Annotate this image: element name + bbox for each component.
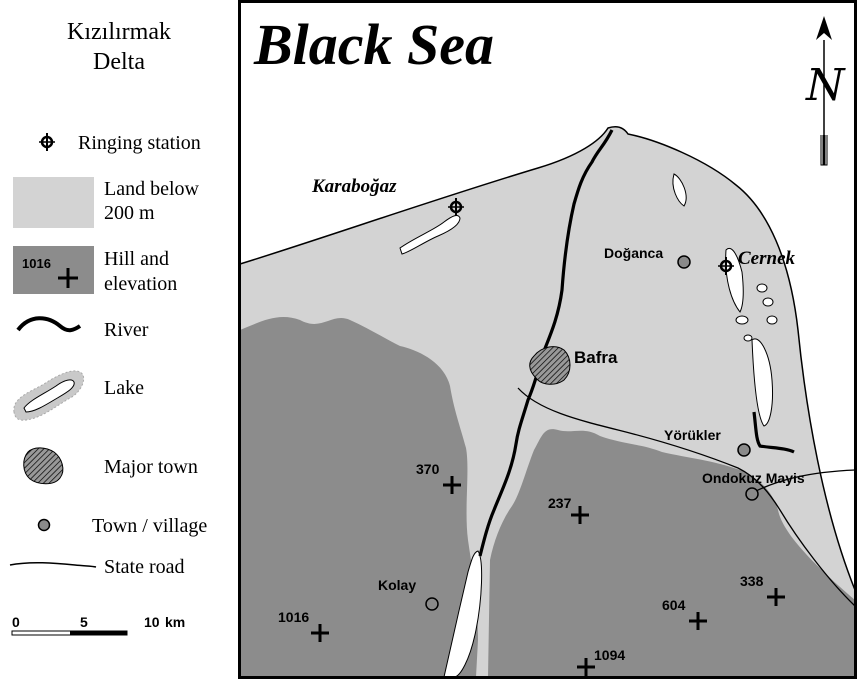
legend-ringing-station-label: Ringing station [78,132,201,154]
label-ondokuz-mayis: Ondokuz Mayis [702,470,805,486]
legend-land-label-2: 200 m [104,202,155,224]
bafra-town [529,346,571,385]
lake-small-3 [762,297,774,307]
hill-sample-value: 1016 [22,256,51,271]
village-yorukler [737,443,751,457]
legend-hill-label-2: elevation [104,273,178,295]
river-east-mouth [752,411,795,454]
land-swatch-icon [13,177,94,228]
legend-lake-label: Lake [104,377,144,399]
elevation-cross-604 [689,612,707,630]
legend-symbols: 1016 0 5 10 km [9,133,185,636]
elevation-cross-1016 [311,624,329,642]
ringing-station-icon [39,133,55,151]
legend-road-label: State road [104,556,185,578]
scale-tick-10: 10 [144,614,160,630]
legend-village-label: Town / village [92,515,208,537]
label-doganca: Doğanca [604,245,663,261]
lake-small-1 [735,315,749,325]
map-frame [238,0,857,679]
lake-cernek-1 [672,173,687,207]
label-karabogaz: Karaboğaz [311,176,397,197]
scale-bar [11,630,128,636]
label-kolay: Kolay [378,577,416,593]
lake-icon [13,370,85,421]
elevation-label-1016: 1016 [278,609,309,625]
elevation-label-237: 237 [548,495,572,511]
village-icon [37,518,51,532]
road-icon [9,561,97,568]
label-cernek: Cernek [738,248,796,269]
elevation-label-604: 604 [662,597,686,613]
village-ondokuz-mayis [745,487,759,501]
state-road-east [517,387,856,607]
label-yorukler: Yörükler [664,427,721,443]
lake-small-2 [756,283,768,293]
ringing-station-cernek [718,257,734,275]
north-label: N [805,60,846,111]
legend-title-line1: Kızılırmak [67,19,171,45]
lake-karabogaz [399,214,461,255]
river-icon [16,316,82,333]
legend-river-label: River [104,319,149,341]
elevation-label-1094: 1094 [594,647,625,663]
lake-cernek-3 [751,338,773,427]
scale-tick-0: 0 [12,614,20,630]
major-town-icon [23,447,64,485]
legend-title-line2: Delta [93,49,145,75]
hill-swatch-icon [13,246,94,294]
sea-label: Black Sea [253,12,494,77]
legend-hill-label-1: Hill and [104,248,169,270]
elevation-cross-1094 [577,658,595,676]
elevation-cross-237 [571,506,589,524]
label-bafra: Bafra [574,348,618,367]
hill-cross-icon [58,268,78,288]
elevation-markers [311,476,785,676]
elevation-cross-370 [443,476,461,494]
lake-small-4 [766,315,778,325]
elevation-cross-338 [767,588,785,606]
scale-unit: km [165,614,185,630]
village-kolay [425,597,439,611]
legend-major-town-label: Major town [104,456,198,478]
lake-small-5 [743,334,753,342]
legend-land-label-1: Land below [104,178,199,200]
elevation-label-370: 370 [416,461,440,477]
state-road-branch [753,469,856,493]
north-arrow-icon [816,16,832,166]
ringing-station-karabogaz [448,198,464,216]
map-canvas: N Black Sea Karaboğaz Cernek Bafra Doğan… [238,0,857,679]
map-legend: Kızılırmak Delta 1016 [0,0,238,679]
scale-tick-5: 5 [80,614,88,630]
hill-east [488,429,855,677]
hill-west [240,317,478,677]
elevation-label-338: 338 [740,573,764,589]
delta-map: N Black Sea Karaboğaz Cernek Bafra Doğan… [238,0,857,679]
village-doganca [677,255,691,269]
